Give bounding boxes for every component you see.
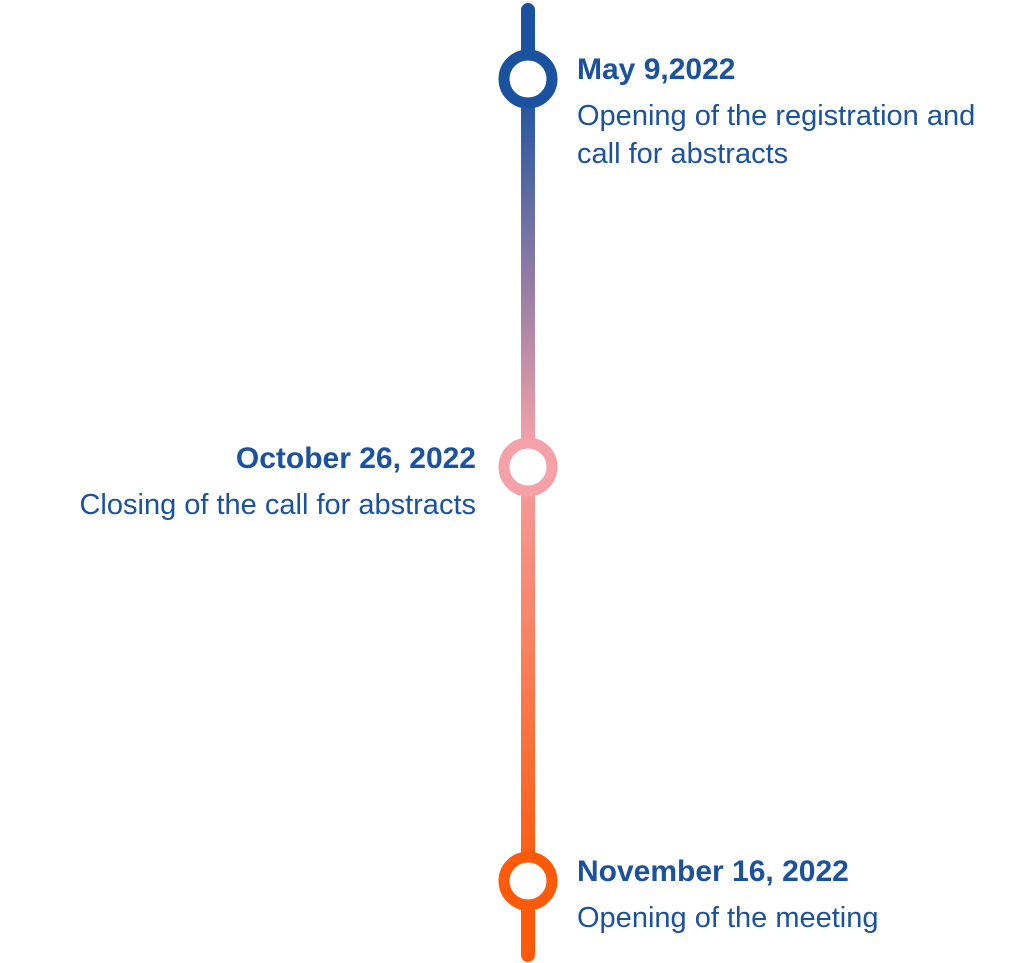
event-date: November 16, 2022: [577, 855, 849, 888]
event-date: May 9,2022: [577, 53, 736, 86]
timeline-marker-october: [498, 437, 558, 497]
timeline-marker-may: [498, 49, 558, 109]
timeline-marker-november: [498, 851, 558, 911]
timeline-event-abstracts-closing: October 26, 2022 Closing of the call for…: [79, 441, 476, 524]
event-description: Closing of the call for abstracts: [79, 489, 476, 521]
event-description: Opening of the registration and call for…: [577, 100, 976, 170]
timeline-event-registration-opening: May 9,2022 Opening of the registration a…: [577, 52, 1021, 173]
timeline-event-meeting-opening: November 16, 2022 Opening of the meeting: [577, 854, 878, 937]
event-description: Opening of the meeting: [577, 902, 879, 934]
event-date: October 26, 2022: [235, 442, 476, 475]
